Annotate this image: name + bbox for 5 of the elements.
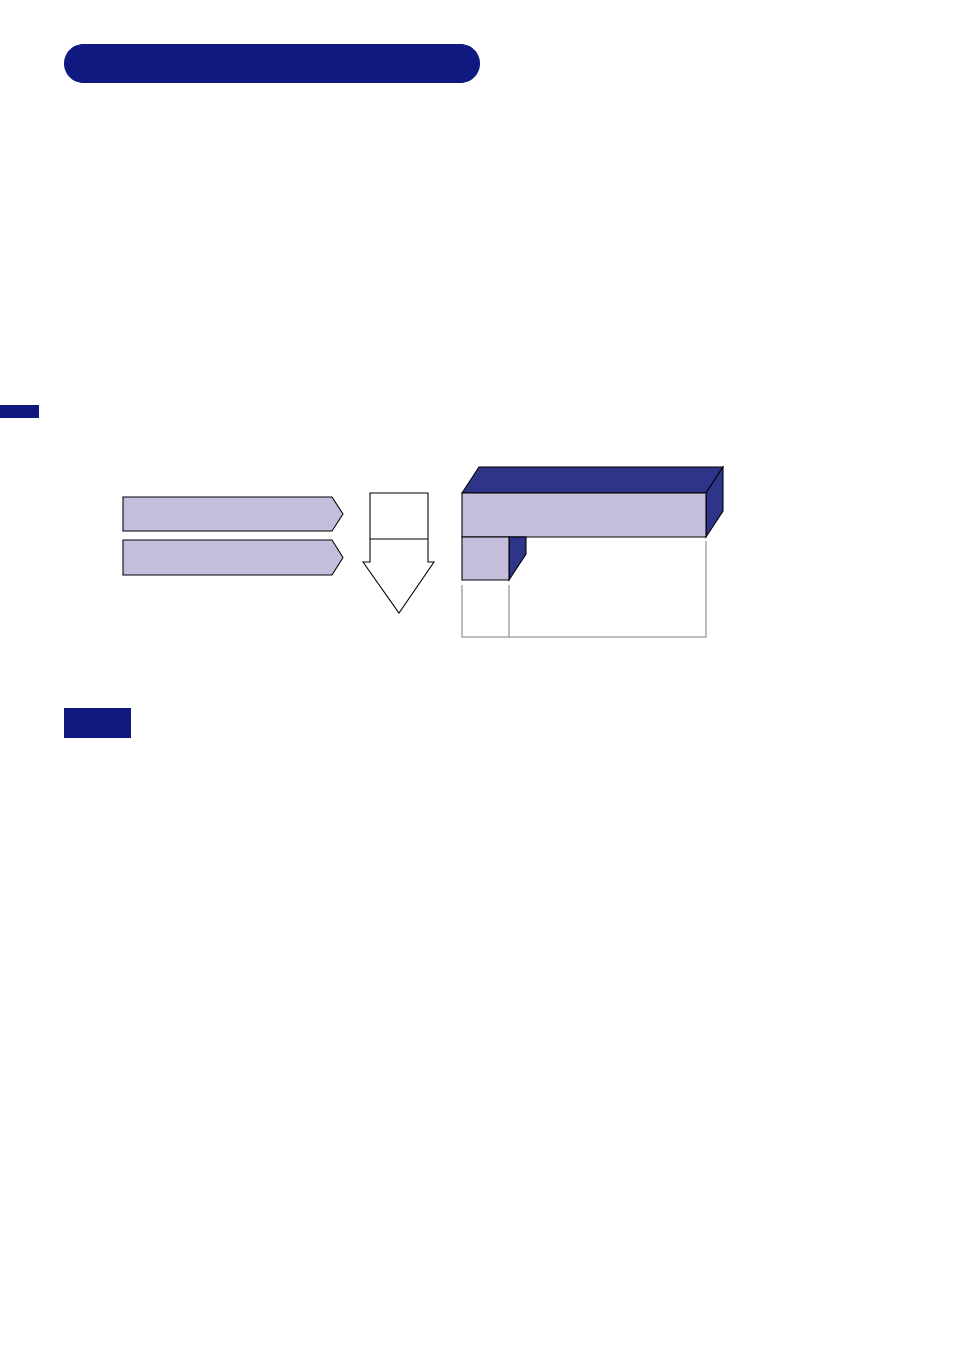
title-banner [64, 44, 480, 83]
tab-bar [64, 708, 131, 738]
chevron-box [122, 496, 344, 532]
tab-bar [0, 405, 39, 418]
chevron-box [122, 539, 344, 576]
